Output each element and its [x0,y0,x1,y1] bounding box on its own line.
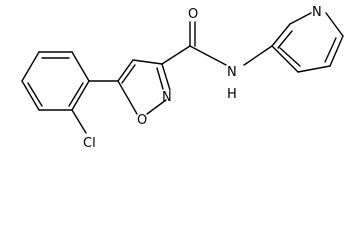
structure-drawing: O N O N H N Cl [21,5,344,151]
isoxazole-ring [117,59,171,115]
amide-pyridine-bond [243,45,273,66]
chlorine-bond [71,109,87,134]
pyridine-ring [271,12,344,73]
pyridine-nitrogen-label: N [312,5,322,20]
carbonyl-oxygen-label: O [188,7,198,22]
chlorine-label: Cl [83,136,96,151]
ring-oxygen-label: O [137,113,147,128]
chlorophenyl-ring [21,51,90,111]
molecule-diagram: O N O N H N Cl [21,5,344,151]
ring-nitrogen-label: N [162,90,172,105]
amide-hydrogen-label: H [227,87,237,102]
amide-nitrogen-label: N [227,65,237,80]
isoxazole-carbonyl-bond [161,45,191,65]
amide-bond [189,45,227,66]
